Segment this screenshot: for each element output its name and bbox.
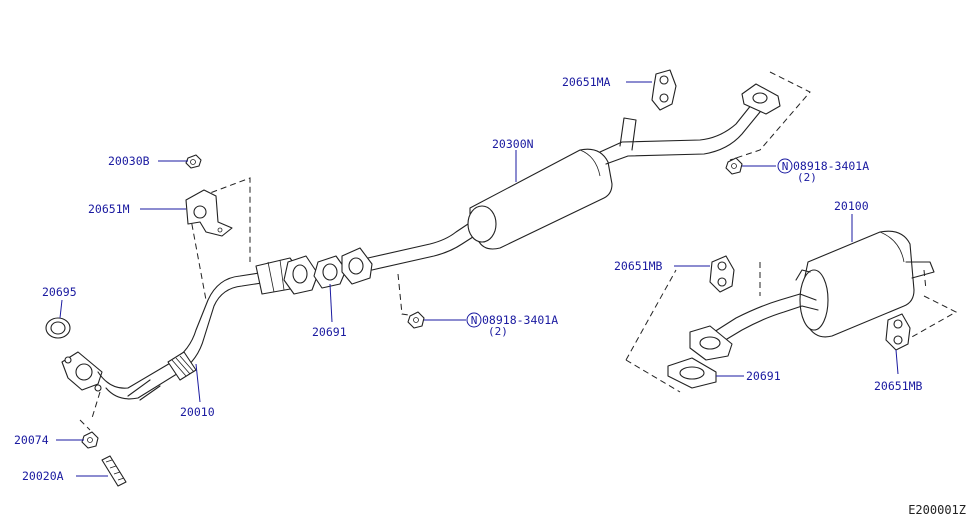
mounting-insulator-20651m [185,189,233,237]
label-20030b: 20030B [108,154,150,168]
label-20020a: 20020A [22,469,64,483]
gasket-20691-rear [667,357,717,389]
label-20651mb-upper: 20651MB [614,259,663,273]
nut-symbol-rear-letter: N [782,160,789,173]
label-20074: 20074 [14,433,49,447]
front-exhaust-pipe [61,255,319,401]
nut-20074 [81,431,99,449]
nut-symbol-rear [777,158,793,174]
label-08918-front: 08918-3401A [482,313,558,327]
nut-08918-front [407,311,425,329]
center-muffler-20300n [341,83,781,285]
nut-symbol-front-letter: N [471,314,478,327]
mounting-insulator-20651mb-upper [709,255,735,293]
main-muffler-20100 [689,230,935,361]
mounting-insulator-20651ma [651,69,677,111]
mounting-insulator-20651mb-lower [885,313,911,351]
gasket-20691-front [313,255,347,289]
label-08918-front-qty: (2) [488,325,508,338]
gasket-ring-20695 [45,317,71,339]
label-20651m: 20651M [88,202,130,216]
diagram-code: E200001Z [908,503,966,517]
label-08918-rear-qty: (2) [797,171,817,184]
nut-08918-rear [725,157,743,175]
nut-20030b [185,154,202,169]
leader-20691-front [329,283,333,323]
label-20651ma: 20651MA [562,75,611,89]
label-20691-front: 20691 [312,325,347,339]
leader-20651mb-lower [895,349,899,375]
label-20100: 20100 [834,199,869,213]
stud-20020a [101,455,127,487]
label-08918-rear: 08918-3401A [793,159,869,173]
label-20651mb-lower: 20651MB [874,379,923,393]
label-20691-rear: 20691 [746,369,781,383]
leader-20695 [59,299,63,319]
label-20695: 20695 [42,285,77,299]
label-20010: 20010 [180,405,215,419]
label-20300n: 20300N [492,137,534,151]
leader-20010 [195,363,201,403]
nut-symbol-front [466,312,482,328]
